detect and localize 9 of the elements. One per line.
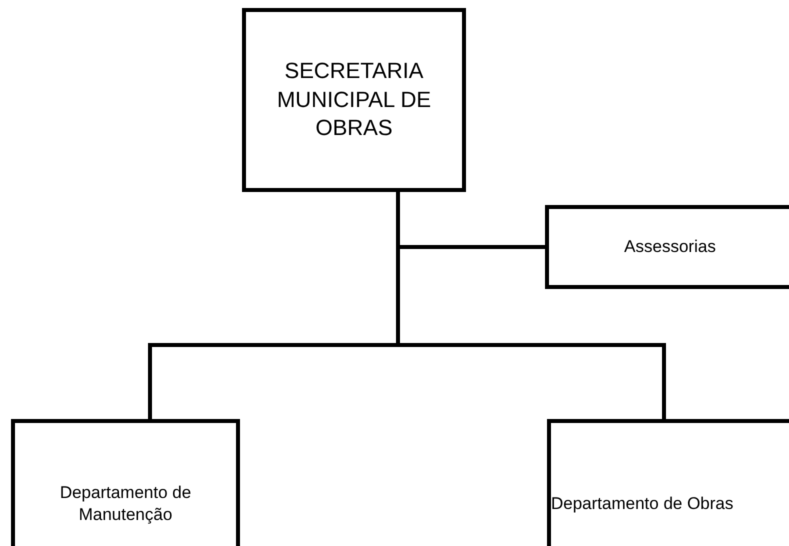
connector-line xyxy=(396,192,666,419)
org-box xyxy=(545,205,789,289)
org-box xyxy=(242,8,466,192)
org-box xyxy=(11,419,240,546)
box-label: Departamento de Obras xyxy=(551,492,734,515)
org-box xyxy=(547,419,789,546)
box-label: Departamento de Manutenção xyxy=(58,482,192,526)
box-label: Assessorias xyxy=(624,236,716,258)
box-label: SECRETARIA MUNICIPAL DE OBRAS xyxy=(276,57,432,142)
